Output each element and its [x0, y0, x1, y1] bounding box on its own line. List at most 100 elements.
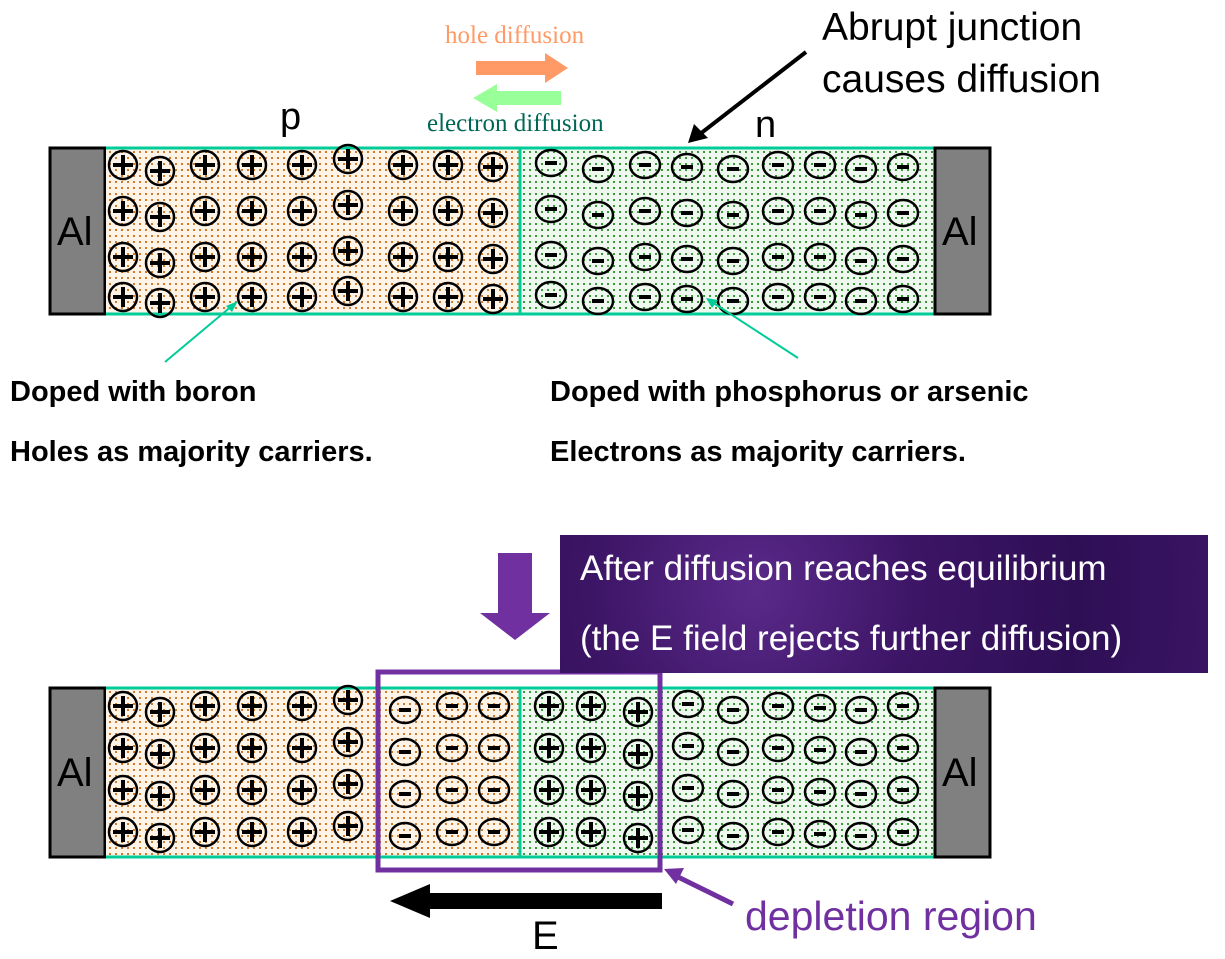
positive-charge-icon: [477, 283, 509, 315]
top-p-region: [106, 148, 520, 314]
positive-charge-icon: [432, 281, 464, 313]
positive-charge-icon: [189, 281, 221, 313]
positive-charge-icon: [189, 195, 221, 227]
negative-charge-icon: [628, 150, 662, 180]
positive-charge-icon: [107, 690, 139, 722]
equilibrium-caption-box: After diffusion reaches equilibrium (the…: [560, 535, 1208, 673]
positive-charge-icon: [387, 241, 419, 273]
positive-charge-icon: [432, 195, 464, 227]
negative-charge-icon: [477, 733, 511, 763]
positive-charge-icon: [189, 690, 221, 722]
negative-charge-icon: [886, 817, 920, 847]
negative-charge-icon: [761, 691, 795, 721]
electron-diffusion-label: electron diffusion: [427, 110, 604, 137]
e-field-label: E: [532, 914, 559, 958]
abrupt-junction-pointer: [698, 50, 808, 136]
negative-charge-icon: [844, 737, 878, 767]
negative-charge-icon: [761, 150, 795, 180]
negative-charge-icon: [886, 733, 920, 763]
top-pn-bar: [48, 143, 992, 319]
bottom-left-contact: [48, 686, 107, 859]
positive-charge-icon: [575, 816, 607, 848]
equilibrium-caption-line1: After diffusion reaches equilibrium: [580, 549, 1107, 588]
abrupt-junction-label-line1: Abrupt junction: [822, 6, 1083, 49]
positive-charge-icon: [144, 822, 176, 854]
positive-charge-icon: [332, 768, 364, 800]
negative-charge-icon: [435, 775, 469, 805]
positive-charge-icon: [107, 732, 139, 764]
depletion-region-label: depletion region: [745, 893, 1037, 939]
negative-charge-icon: [581, 200, 615, 230]
negative-charge-icon: [671, 815, 705, 845]
negative-charge-icon: [844, 695, 878, 725]
negative-charge-icon: [477, 691, 511, 721]
negative-charge-icon: [761, 242, 795, 272]
positive-charge-icon: [387, 195, 419, 227]
top-n-region: [520, 148, 935, 314]
positive-charge-icon: [477, 151, 509, 183]
negative-charge-icon: [388, 821, 422, 851]
depletion-pointer: [674, 873, 735, 907]
positive-charge-icon: [533, 690, 565, 722]
negative-charge-icon: [886, 152, 920, 182]
positive-charge-icon: [622, 696, 654, 728]
positive-charge-icon: [144, 247, 176, 279]
negative-charge-icon: [844, 246, 878, 276]
negative-charge-icon: [716, 286, 750, 316]
positive-charge-icon: [189, 732, 221, 764]
hole-diffusion-arrow: [476, 53, 568, 83]
positive-charge-icon: [189, 241, 221, 273]
positive-charge-icon: [144, 155, 176, 187]
negative-charge-icon: [886, 198, 920, 228]
bottom-right-contact: [933, 686, 992, 859]
negative-charge-icon: [670, 198, 704, 228]
p-side-doping-text: Doped with boron: [10, 376, 257, 408]
positive-charge-icon: [622, 738, 654, 770]
positive-charge-icon: [236, 690, 268, 722]
n-side-carrier-text: Electrons as majority carriers.: [550, 436, 966, 468]
p-annotation-pointer: [164, 304, 234, 363]
positive-charge-icon: [286, 241, 318, 273]
positive-charge-icon: [332, 726, 364, 758]
negative-charge-icon: [388, 779, 422, 809]
negative-charge-icon: [477, 817, 511, 847]
negative-charge-icon: [761, 282, 795, 312]
positive-charge-icon: [236, 816, 268, 848]
negative-charge-icon: [761, 817, 795, 847]
positive-charge-icon: [236, 241, 268, 273]
positive-charge-icon: [144, 201, 176, 233]
abrupt-junction-arrowhead: [688, 124, 708, 143]
positive-charge-icon: [477, 197, 509, 229]
positive-charge-icon: [236, 774, 268, 806]
negative-charge-icon: [671, 689, 705, 719]
positive-charge-icon: [332, 684, 364, 716]
negative-charge-icon: [716, 154, 750, 184]
positive-charge-icon: [332, 810, 364, 842]
negative-charge-icon: [761, 733, 795, 763]
negative-charge-icon: [581, 154, 615, 184]
positive-charge-icon: [286, 195, 318, 227]
negative-charge-icon: [581, 246, 615, 276]
positive-charge-icon: [533, 774, 565, 806]
positive-charge-icon: [236, 195, 268, 227]
positive-charge-icon: [107, 816, 139, 848]
negative-charge-icon: [844, 154, 878, 184]
positive-charge-icon: [189, 816, 221, 848]
top-left-contact-label: Al: [57, 210, 93, 254]
transition-down-arrow: [480, 553, 550, 640]
negative-charge-icon: [803, 242, 837, 272]
positive-charge-icon: [107, 281, 139, 313]
positive-charge-icon: [387, 281, 419, 313]
negative-charge-icon: [886, 284, 920, 314]
electron-diffusion-arrow: [473, 84, 561, 112]
negative-charge-icon: [716, 200, 750, 230]
positive-charge-icon: [107, 241, 139, 273]
negative-charge-icon: [388, 737, 422, 767]
negative-charge-icon: [716, 695, 750, 725]
positive-charge-icon: [286, 774, 318, 806]
negative-charge-icon: [628, 242, 662, 272]
negative-charge-icon: [716, 821, 750, 851]
negative-charge-icon: [716, 246, 750, 276]
positive-charge-icon: [286, 816, 318, 848]
positive-charge-icon: [575, 732, 607, 764]
